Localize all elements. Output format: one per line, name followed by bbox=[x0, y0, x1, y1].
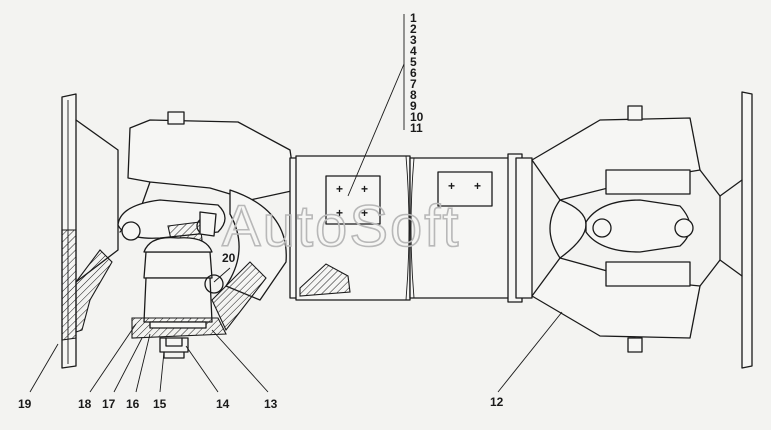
callout-14: 14 bbox=[216, 397, 230, 411]
callout-10: 10 bbox=[410, 110, 424, 124]
callout-8: 8 bbox=[410, 88, 417, 102]
callout-3: 3 bbox=[410, 33, 417, 47]
callout-17: 17 bbox=[102, 397, 116, 411]
callout-9: 9 bbox=[410, 99, 417, 113]
watermark-text: AutoSoft bbox=[222, 194, 460, 259]
callout-1: 1 bbox=[410, 11, 417, 25]
leader-lines bbox=[29, 14, 563, 393]
callout-16: 16 bbox=[126, 397, 140, 411]
right-yoke bbox=[531, 105, 721, 353]
callout-12: 12 bbox=[490, 395, 504, 409]
left-bearing-section bbox=[131, 236, 267, 359]
callout-7: 7 bbox=[410, 77, 417, 91]
svg-text:+: + bbox=[474, 179, 481, 193]
callout-2: 2 bbox=[410, 22, 417, 36]
callout-19: 19 bbox=[18, 397, 32, 411]
svg-text:+: + bbox=[361, 182, 368, 196]
bottom-bolt bbox=[165, 337, 183, 347]
right-bolt-hole-left-icon bbox=[592, 218, 612, 238]
callout-stack: 1 2 3 4 5 6 7 8 9 10 11 bbox=[410, 11, 424, 135]
left-yoke bbox=[117, 111, 297, 301]
left-bolt-hole-icon bbox=[121, 221, 141, 241]
callout-18: 18 bbox=[78, 397, 92, 411]
callout-20: 20 bbox=[222, 251, 236, 265]
svg-text:+: + bbox=[336, 206, 343, 220]
svg-text:+: + bbox=[336, 182, 343, 196]
right-bolt-hole-right-icon bbox=[674, 218, 694, 238]
callout-6: 6 bbox=[410, 66, 417, 80]
callout-15: 15 bbox=[153, 397, 167, 411]
callout-11: 11 bbox=[410, 121, 423, 135]
callout-13: 13 bbox=[264, 397, 278, 411]
svg-text:+: + bbox=[448, 179, 455, 193]
svg-text:+: + bbox=[361, 206, 368, 220]
callout-5: 5 bbox=[410, 55, 417, 69]
shaft-tube: ++ bbox=[409, 153, 533, 303]
right-lube-plate bbox=[437, 171, 493, 207]
left-flange bbox=[61, 93, 119, 369]
callout-4: 4 bbox=[410, 44, 417, 58]
right-flange bbox=[719, 91, 753, 369]
